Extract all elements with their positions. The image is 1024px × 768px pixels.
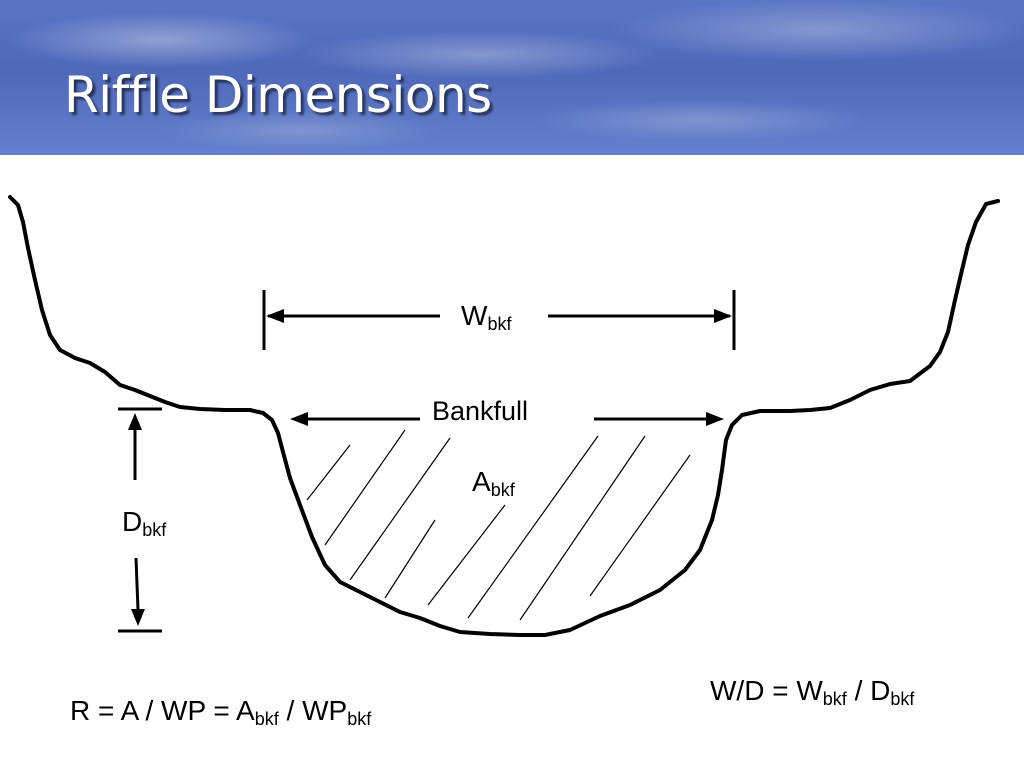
wd-formula-d: D	[870, 675, 891, 706]
wd-formula-lhs: W/D =	[710, 675, 797, 706]
r-formula-lhs: R = A / WP =	[70, 695, 237, 726]
wd-formula-w: W	[796, 675, 823, 706]
area-label-main: A	[472, 466, 491, 497]
depth-label-sub: bkf	[142, 520, 167, 540]
width-label: Wbkf	[461, 300, 512, 334]
bankfull-arrowhead-right	[706, 412, 724, 426]
width-label-main: W	[461, 300, 488, 331]
title-banner: Riffle Dimensions	[0, 0, 1024, 155]
r-formula-a: A	[236, 695, 255, 726]
width-depth-ratio-formula: W/D = Wbkf / Dbkf	[710, 675, 915, 709]
wd-formula-w-sub: bkf	[822, 689, 847, 709]
riffle-cross-section-diagram	[8, 195, 1000, 637]
bankfull-arrowhead-left	[290, 412, 308, 426]
bankfull-label-text: Bankfull	[432, 396, 529, 426]
area-hatching	[306, 429, 691, 621]
area-label-sub: bkf	[490, 480, 515, 500]
r-formula-sep: /	[278, 695, 303, 726]
channel-outline	[8, 195, 1000, 637]
wd-formula-d-sub: bkf	[890, 689, 915, 709]
r-formula-wp: WP	[302, 695, 348, 726]
bankfull-label: Bankfull	[432, 398, 528, 425]
depth-arrowhead-bottom	[131, 609, 145, 626]
width-dimension-line	[262, 290, 736, 350]
depth-label: Dbkf	[122, 506, 167, 540]
r-formula-wp-sub: bkf	[347, 709, 372, 729]
depth-arrowhead-top	[128, 413, 142, 430]
area-label: Abkf	[472, 466, 515, 500]
slide-title: Riffle Dimensions	[64, 66, 492, 124]
depth-dimension-line	[118, 407, 162, 633]
r-formula-a-sub: bkf	[254, 709, 279, 729]
wd-formula-sep: /	[846, 675, 871, 706]
depth-label-main: D	[122, 506, 143, 537]
width-label-sub: bkf	[487, 314, 512, 334]
width-arrowhead-left	[266, 309, 284, 323]
hydraulic-radius-formula: R = A / WP = Abkf / WPbkf	[70, 695, 372, 729]
width-arrowhead-right	[714, 309, 732, 323]
